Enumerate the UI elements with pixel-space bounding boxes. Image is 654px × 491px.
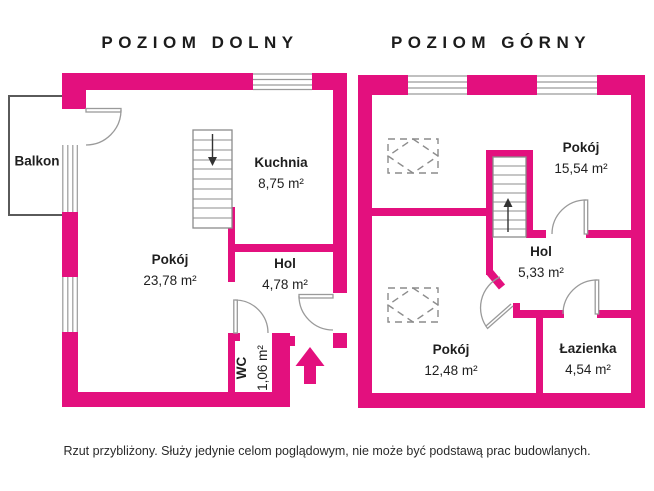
room-door-icon — [551, 199, 589, 235]
room-name: Hol — [274, 256, 296, 271]
room-label-kuchnia: Kuchnia 8,75 m² — [254, 152, 307, 194]
room-label-lazienka: Łazienka 4,54 m² — [559, 338, 616, 380]
entry-door-icon — [298, 293, 334, 331]
bathroom-door-icon — [562, 279, 600, 315]
window-top-icon — [253, 73, 312, 91]
lower-walls — [62, 73, 347, 407]
wc-door-icon — [233, 299, 269, 334]
room-name: Łazienka — [559, 341, 617, 356]
stairs-up-arrow-icon — [503, 198, 513, 232]
room-label-pokoj-upper-2: Pokój 12,48 m² — [424, 339, 477, 381]
upper-doors — [479, 199, 600, 330]
room-name: Pokój — [432, 342, 470, 357]
room-area: 23,78 m² — [143, 273, 197, 288]
window-left-lower-icon — [62, 277, 78, 332]
upper-windows — [408, 75, 597, 95]
room-name: Hol — [530, 244, 552, 259]
skylight-icon — [386, 287, 440, 323]
entry-arrow-icon — [295, 347, 325, 384]
upper-plan — [358, 75, 645, 408]
disclaimer-text: Rzut przybliżony. Służy jedynie celom po… — [63, 444, 591, 458]
balcony-outline — [8, 95, 62, 216]
room-name: Pokój — [151, 252, 189, 267]
room-label-hol-lower: Hol 4,78 m² — [262, 253, 308, 295]
stairs-down — [192, 129, 233, 229]
lower-plan — [8, 73, 347, 407]
room-area: 5,33 m² — [518, 265, 564, 280]
balcony-door-icon — [85, 107, 122, 146]
room-area: 15,54 m² — [554, 161, 608, 176]
room-name: Pokój — [562, 140, 600, 155]
diagonal-door-icon — [479, 276, 514, 330]
lower-windows — [62, 73, 312, 332]
balcony-label: Balkon — [14, 153, 60, 169]
window-upper-right-icon — [537, 75, 597, 95]
lower-level-title: POZIOM DOLNY — [101, 33, 299, 52]
room-area: 8,75 m² — [258, 176, 304, 191]
upper-level-title: POZIOM GÓRNY — [390, 33, 592, 52]
lower-doors — [85, 107, 334, 334]
room-area: 4,78 m² — [262, 277, 308, 292]
room-area: 1,06 m² — [255, 345, 270, 391]
window-upper-left-icon — [408, 75, 467, 95]
room-name: WC — [234, 356, 249, 380]
room-area: 4,54 m² — [565, 362, 611, 377]
stairs-up — [492, 156, 527, 238]
skylights — [386, 138, 440, 323]
skylight-icon — [386, 138, 440, 174]
room-label-pokoj-lower: Pokój 23,78 m² — [143, 249, 196, 291]
stairs-down-arrow-icon — [208, 134, 217, 166]
room-label-wc: WC 1,06 m² — [231, 345, 273, 391]
window-left-upper-icon — [62, 145, 78, 212]
upper-walls — [358, 75, 645, 408]
room-label-hol-upper: Hol 5,33 m² — [518, 241, 564, 283]
room-label-pokoj-upper: Pokój 15,54 m² — [554, 137, 607, 179]
room-name: Kuchnia — [254, 155, 308, 170]
room-area: 12,48 m² — [424, 363, 478, 378]
